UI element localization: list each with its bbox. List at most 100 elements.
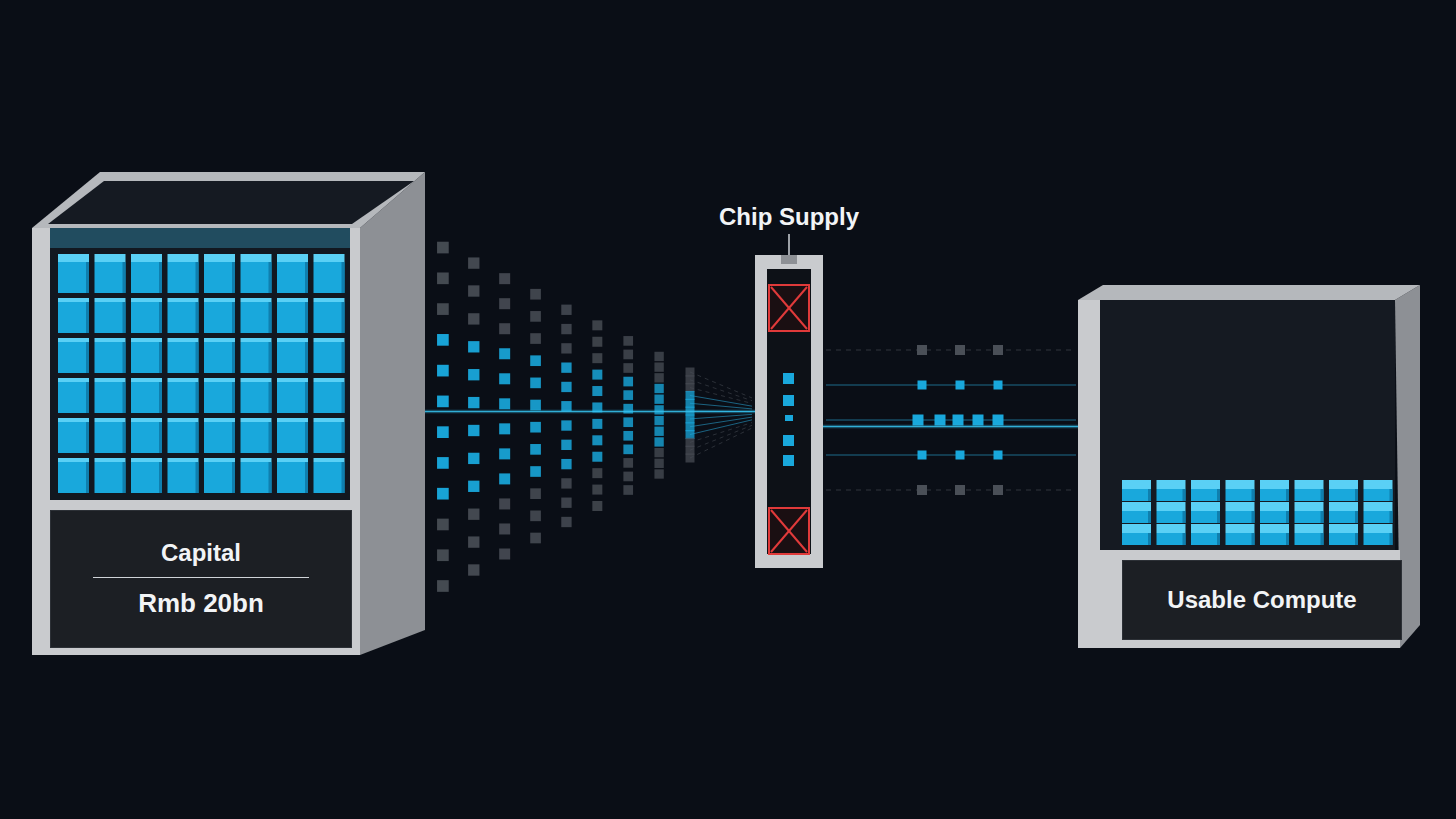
flow-cube: [530, 466, 541, 477]
cube-top: [168, 378, 199, 382]
flow-cube: [654, 373, 663, 382]
flow-cube: [561, 440, 571, 450]
flow-cube: [955, 485, 965, 495]
cube-front: [204, 422, 235, 453]
flow-cube: [499, 398, 510, 409]
blocked-cross: [771, 287, 807, 329]
cube-front: [1260, 489, 1289, 501]
cube-front: [1226, 533, 1255, 545]
connector-glow: [425, 410, 755, 414]
flow-cube: [437, 365, 449, 377]
cube-front: [204, 462, 235, 493]
cube-top: [1226, 502, 1255, 511]
cube-top: [1329, 524, 1358, 533]
flow-cube: [973, 415, 984, 426]
flow-cube: [499, 373, 510, 384]
flow-cube: [686, 375, 695, 384]
flow-cube: [561, 517, 571, 527]
cube-shade: [159, 262, 162, 293]
cube-front: [1295, 511, 1324, 523]
cube-shade: [196, 262, 199, 293]
cube-shade: [232, 342, 235, 373]
cube-shade: [1286, 511, 1289, 523]
compute-container: Usable Compute: [1078, 285, 1420, 648]
cube-front: [204, 382, 235, 413]
panel-value: Rmb 20bn: [138, 588, 264, 619]
cube-front: [1191, 489, 1220, 501]
water-surface: [50, 228, 350, 248]
cube-front: [314, 422, 345, 453]
cube-shade: [159, 302, 162, 333]
cube-top: [241, 458, 272, 462]
cube-shade: [305, 462, 308, 493]
cube-front: [168, 382, 199, 413]
cube-top: [241, 254, 272, 262]
flow-cube: [499, 549, 510, 560]
cube-top: [1191, 524, 1220, 533]
cube-shade: [232, 422, 235, 453]
cube-shade: [123, 422, 126, 453]
flow-cube: [994, 451, 1003, 460]
cube-top: [58, 338, 89, 342]
cube-top: [277, 338, 308, 342]
cube-shade: [269, 422, 272, 453]
blocked-box: [769, 508, 809, 554]
cube-front: [95, 302, 126, 333]
connector-line: [823, 426, 1078, 428]
label-panel: Usable Compute: [1122, 560, 1402, 640]
flow-cube: [592, 501, 602, 511]
cube-shade: [305, 422, 308, 453]
cube-top: [95, 418, 126, 422]
flow-cube: [468, 369, 479, 380]
flow-cube: [530, 400, 541, 411]
cube-streams: [406, 226, 1076, 608]
cube-front: [241, 462, 272, 493]
cube-top: [241, 378, 272, 382]
stream-line: [826, 350, 1076, 351]
cube-shade: [1286, 489, 1289, 501]
cube-top: [168, 458, 199, 462]
flow-cube: [437, 396, 449, 408]
cube-front: [95, 462, 126, 493]
flow-cube: [530, 378, 541, 389]
cube-shade: [1321, 533, 1324, 545]
flow-cube: [686, 422, 695, 431]
flow-cube: [468, 509, 479, 520]
cube-shade: [196, 462, 199, 493]
cube-shade: [232, 382, 235, 413]
box-rim: [32, 172, 425, 228]
cube-top: [277, 378, 308, 382]
cube-front: [1364, 533, 1393, 545]
flow-cube: [654, 395, 663, 404]
passing-cube: [785, 415, 793, 421]
flow-cube: [530, 355, 541, 366]
flow-cube: [917, 345, 927, 355]
flow-cube: [686, 446, 695, 455]
cube-shade: [86, 462, 89, 493]
flow-cube: [654, 352, 663, 361]
cube-front: [277, 382, 308, 413]
cube-shade: [1217, 533, 1220, 545]
cube-shade: [232, 302, 235, 333]
blocked-cross: [771, 287, 807, 329]
cube-front: [95, 382, 126, 413]
flow-cube: [561, 459, 571, 469]
passing-cube: [783, 435, 794, 446]
flow-cube: [468, 257, 479, 268]
flow-cube: [561, 362, 571, 372]
cube-front: [1191, 511, 1220, 523]
cube-top: [1122, 524, 1151, 533]
box-side: [360, 172, 425, 655]
cube-top: [314, 458, 345, 462]
flow-cube: [654, 362, 663, 371]
flow-cube: [468, 425, 479, 436]
cube-top: [204, 418, 235, 422]
cube-shade: [342, 462, 345, 493]
flow-cube: [530, 422, 541, 433]
divider-line: [93, 577, 309, 578]
stream-line: [690, 372, 752, 398]
cube-shade: [159, 342, 162, 373]
flow-cube: [592, 386, 602, 396]
cube-front: [241, 342, 272, 373]
cube-front: [277, 302, 308, 333]
